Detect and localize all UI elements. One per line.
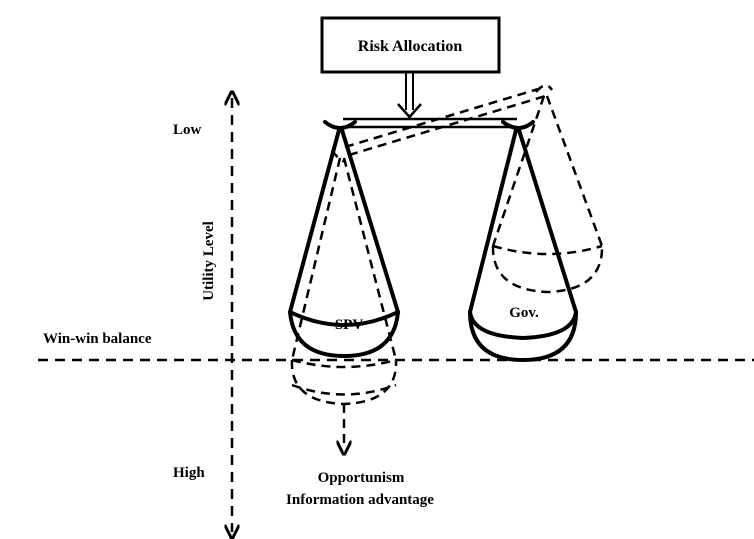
risk-allocation-label: Risk Allocation	[358, 38, 463, 55]
axis-low-label: Low	[173, 122, 202, 138]
gov-pan-raised	[491, 95, 604, 294]
utility-level-label: Utility Level	[201, 221, 217, 301]
win-win-balance-label: Win-win balance	[43, 331, 152, 347]
gov-pan: Gov.	[468, 128, 578, 362]
axis-high-label: High	[173, 465, 205, 481]
spv-pan-lowered	[290, 157, 398, 406]
spv-label: SPV	[335, 317, 364, 333]
risk-allocation-box: Risk Allocation	[320, 16, 501, 74]
allocation-arrow	[397, 72, 422, 119]
spv-pan: SPV	[288, 128, 400, 358]
opportunism-label: Opportunism	[318, 470, 405, 486]
balanced-scale: SPV Gov.	[288, 117, 578, 362]
tilted-scale	[290, 84, 604, 448]
information-advantage-label: Information advantage	[286, 492, 434, 508]
gov-label: Gov.	[509, 305, 539, 321]
